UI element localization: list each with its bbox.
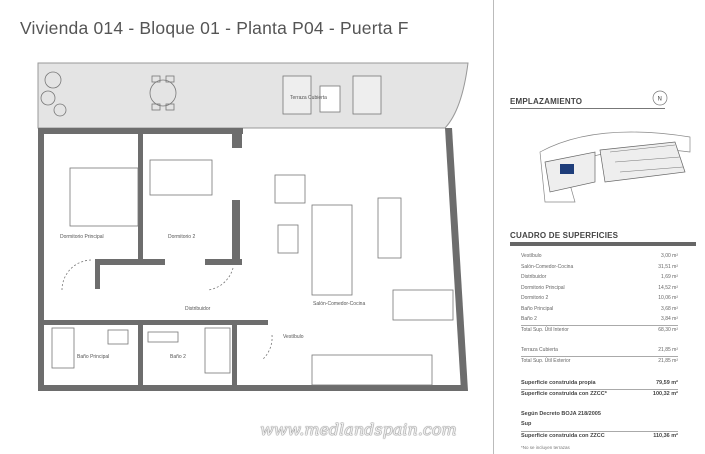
emplazamiento-heading: EMPLAZAMIENTO [510, 97, 583, 106]
north-icon: N [652, 90, 668, 106]
area-name: Total Sup. Útil Interior [521, 327, 569, 333]
area-value: 68,30 m² [658, 327, 678, 333]
area-value: 1,69 m² [661, 274, 678, 280]
emplazamiento-rule [510, 108, 665, 109]
construida-zzcc-row: Superficie construida con ZZCC* 100,32 m² [521, 389, 678, 398]
area-name: Dormitorio 2 [521, 295, 549, 301]
room-label-bano-2: Baño 2 [170, 354, 186, 360]
area-value: 3,68 m² [661, 306, 678, 312]
room-label-bano-principal: Baño Principal [77, 354, 109, 360]
area-name: Salón-Comedor-Cocina [521, 264, 574, 270]
area-value: 100,32 m² [652, 391, 678, 397]
decreto-row: Sup [521, 421, 678, 428]
area-name: Terraza Cubierta [521, 347, 558, 353]
site-map [539, 131, 691, 203]
area-row: Vestíbulo 3,00 m² [521, 253, 678, 259]
area-name: Distribuidor [521, 274, 547, 280]
room-label-dormitorio-principal: Dormitorio Principal [60, 234, 104, 240]
area-name: Total Sup. Útil Exterior [521, 358, 571, 364]
area-name: Vestíbulo [521, 253, 542, 259]
area-row: Distribuidor 1,69 m² [521, 274, 678, 280]
watermark: www.medlandspain.com [260, 420, 457, 439]
area-value: 10,06 m² [658, 295, 678, 301]
cuadro-bar [510, 242, 696, 246]
unit-location-marker [560, 164, 574, 174]
page-title: Vivienda 014 - Bloque 01 - Planta P04 - … [20, 18, 409, 38]
terrace-area [37, 62, 469, 129]
area-value: 31,51 m² [658, 264, 678, 270]
decreto-heading: Según Decreto BOJA 218/2005 [521, 411, 678, 418]
area-name: Baño Principal [521, 306, 554, 312]
area-name: Sup [521, 421, 532, 427]
construida-propia-row: Superficie construida propia 79,59 m² [521, 380, 678, 387]
interior-furniture [51, 159, 454, 386]
room-label-dormitorio-2: Dormitorio 2 [168, 234, 195, 240]
area-row: Dormitorio Principal 14,52 m² [521, 285, 678, 291]
area-row: Salón-Comedor-Cocina 31,51 m² [521, 264, 678, 270]
area-row: Dormitorio 2 10,06 m² [521, 295, 678, 301]
area-row: Baño Principal 3,68 m² [521, 306, 678, 312]
area-name: Dormitorio Principal [521, 285, 565, 291]
area-value: 14,52 m² [658, 285, 678, 291]
area-row: Baño 2 3,84 m² [521, 316, 678, 322]
decreto-row: Superficie construida con ZZCC 110,36 m² [521, 431, 678, 440]
floor-plan: Terraza Cubierta Dormitorio Principal Do… [37, 62, 469, 391]
footnote: *No se incluyen terrazas [521, 445, 570, 450]
area-name: Baño 2 [521, 316, 537, 322]
room-label-distribuidor: Distribuidor [185, 306, 211, 312]
cuadro-heading: CUADRO DE SUPERFICIES [510, 231, 619, 240]
divider [493, 0, 494, 454]
area-name: Superficie construida propia [521, 380, 596, 386]
room-label-terraza: Terraza Cubierta [290, 95, 327, 101]
total-interior-row: Total Sup. Útil Interior 68,30 m² [521, 325, 678, 333]
area-value: 3,84 m² [661, 316, 678, 322]
area-name: Superficie construida con ZZCC [521, 433, 605, 439]
area-value: 110,36 m² [653, 433, 678, 439]
walls [38, 128, 468, 391]
area-value: 21,85 m² [658, 358, 678, 364]
area-value: 79,59 m² [655, 380, 678, 386]
area-value: 21,85 m² [658, 347, 678, 353]
room-label-salon: Salón-Comedor-Cocina [313, 301, 365, 307]
total-exterior-row: Total Sup. Útil Exterior 21,85 m² [521, 356, 678, 364]
area-name: Superficie construida con ZZCC* [521, 391, 607, 397]
area-row: Terraza Cubierta 21,85 m² [521, 347, 678, 353]
terrace-furniture [40, 71, 382, 117]
decreto-text: Según Decreto BOJA 218/2005 [521, 411, 601, 417]
north-label: N [658, 96, 663, 103]
area-value: 3,00 m² [661, 253, 678, 259]
room-label-vestibulo: Vestíbulo [283, 334, 304, 340]
